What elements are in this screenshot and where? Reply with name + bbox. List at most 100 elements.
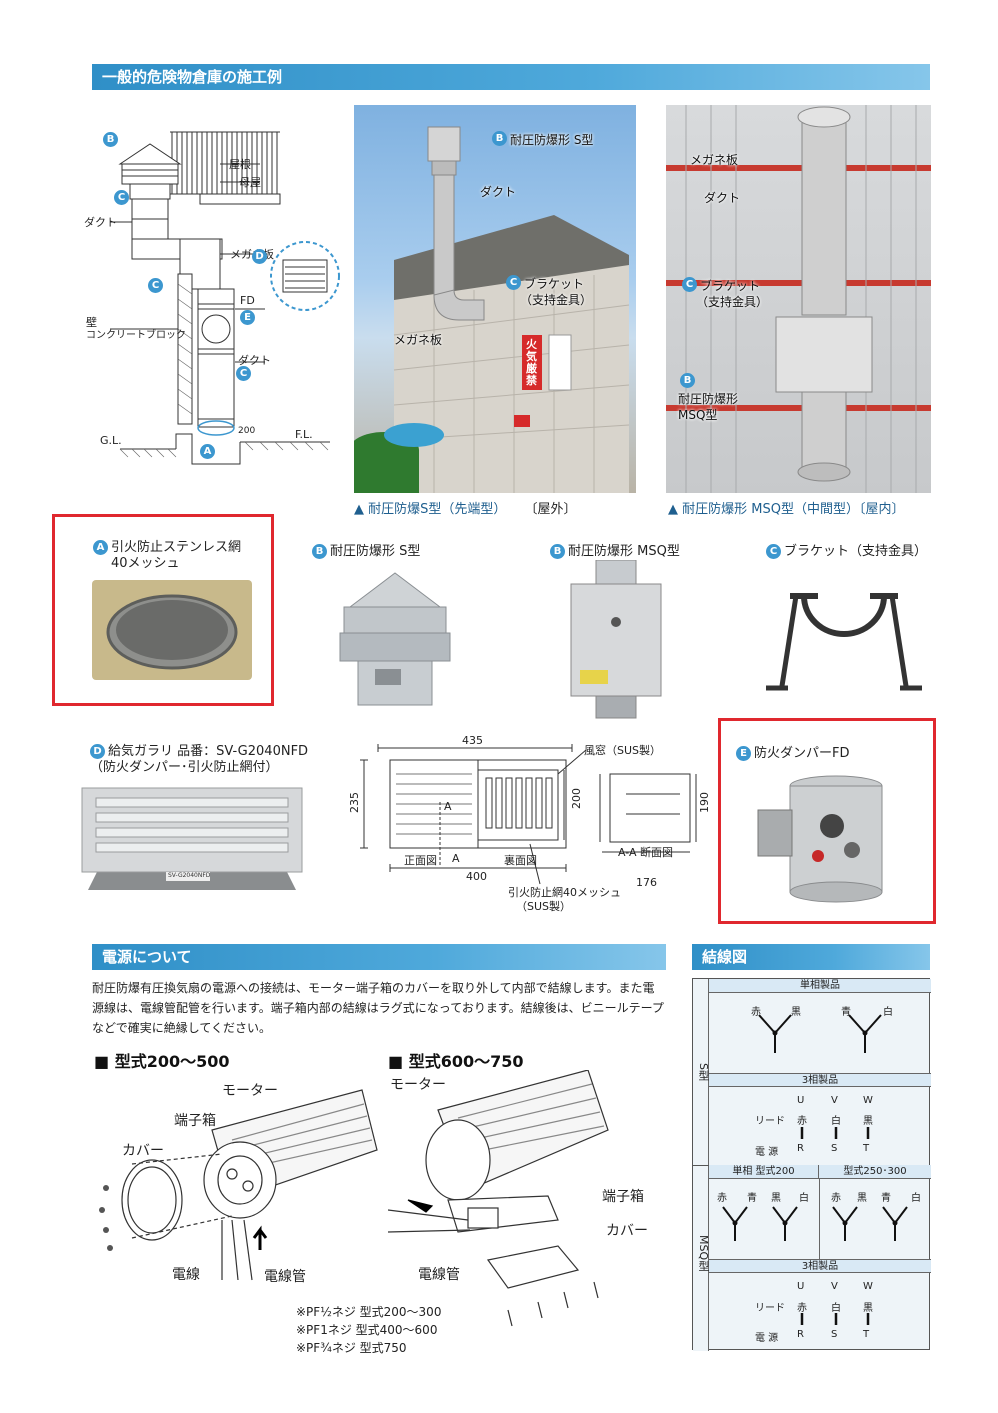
wiring-msq-three-white: 白 xyxy=(831,1303,841,1314)
photo-outdoor-svg xyxy=(354,126,630,493)
wiring-msq-three-head: 3相製品 xyxy=(709,1259,931,1273)
model-a-label-wire: 電線 xyxy=(172,1267,200,1283)
diagram-label-duct-lower: ダクト xyxy=(238,354,271,367)
wiring-msq-250-head: 型式250･300 xyxy=(819,1165,931,1179)
diagram-badge-c-mid: C xyxy=(148,278,163,293)
dim-front-view: 正面図 xyxy=(404,854,437,867)
installation-diagram: 屋根 母屋 ダクト メガネ板 FD 壁 コンクリートブロック ダクト G.L. … xyxy=(80,104,340,494)
wiring-s-three-white: 白 xyxy=(831,1116,841,1127)
fan-msq-svg xyxy=(570,559,662,719)
highlight-box-e xyxy=(718,718,936,924)
wiring-s-three-head: 3相製品 xyxy=(709,1073,931,1087)
part-b2-badge: B xyxy=(550,544,565,559)
photo1-badge-c: C xyxy=(506,275,521,290)
photo1-caption-main: ▲ 耐圧防爆S型（先端型） xyxy=(354,502,507,517)
dim-section-view: A-A 断面図 xyxy=(618,846,674,859)
part-e-photo xyxy=(756,770,896,904)
louver-svg xyxy=(81,787,303,890)
photo-outdoor: B 耐圧防爆形 S型 ダクト C ブラケット （支持金具） メガネ板 火気厳禁 xyxy=(354,105,636,493)
model-b-heading: ■ 型式600～750 xyxy=(388,1052,524,1071)
dim-176: 176 xyxy=(636,876,657,889)
wiring-msq-three-r: R xyxy=(797,1329,804,1340)
model-a-label-terminal: 端子箱 xyxy=(174,1113,216,1129)
diagram-badge-b: B xyxy=(103,132,118,147)
dim-190: 190 xyxy=(698,792,711,813)
wiring-msq-label: MSQ型 xyxy=(697,1235,710,1272)
model-a-label-cover: カバー xyxy=(122,1143,164,1159)
diagram-badge-c-top: C xyxy=(114,190,129,205)
photo1-sign-text: 火気厳禁 xyxy=(526,338,537,387)
part-d-photo: SV-G2040NFD xyxy=(74,782,310,900)
wiring-msq-three-lead: リード xyxy=(755,1303,785,1314)
part-c-badge: C xyxy=(766,544,781,559)
model-b-label-terminal: 端子箱 xyxy=(602,1189,644,1205)
wiring-s-single-black: 黒 xyxy=(791,1007,801,1018)
photo-indoor: メガネ板 ダクト C ブラケット （支持金具） B 耐圧防爆形 MSQ型 xyxy=(666,105,931,493)
diagram-label-gl: G.L. xyxy=(100,434,122,447)
section-title-example-text: 一般的危険物倉庫の施工例 xyxy=(102,68,283,86)
diagram-label-block: コンクリートブロック xyxy=(86,330,186,341)
part-d-title-1: 給気ガラリ 品番：SV-G2040NFD xyxy=(108,744,309,759)
photo1-caption-tag: 〔屋外〕 xyxy=(524,502,577,517)
installation-diagram-svg xyxy=(110,131,340,465)
dim-a-upper: A xyxy=(444,800,452,813)
part-a-photo xyxy=(92,580,252,680)
diagram-label-dim: 200 xyxy=(238,426,256,436)
part-b-photo xyxy=(330,565,460,710)
part-b-badge: B xyxy=(312,544,327,559)
photo2-label-fan-model: MSQ型 xyxy=(678,408,718,422)
photo2-label-fan: 耐圧防爆形 xyxy=(678,392,739,406)
dim-400: 400 xyxy=(466,870,487,883)
section-title-example: 一般的危険物倉庫の施工例 xyxy=(92,64,930,90)
wiring-msq-three-bars xyxy=(800,1313,870,1325)
wiring-table: S型 MSQ型 単相製品 赤 黒 青 白 3相製品 U V W リード 赤 白 … xyxy=(692,978,931,1351)
diagram-label-roof: 屋根 xyxy=(229,158,251,171)
dim-window-label: 風窓（SUS製） xyxy=(584,744,662,757)
thread-note-3: ※PF¾ネジ 型式750 xyxy=(296,1341,407,1355)
highlight-box-a xyxy=(52,514,274,706)
photo2-label-bracket: ブラケット xyxy=(700,279,761,293)
thread-note-2: ※PF1ネジ 型式400～600 xyxy=(296,1323,438,1337)
part-b-title-text: 耐圧防爆形 S型 xyxy=(330,544,421,559)
wiring-msq-250-black: 黒 xyxy=(857,1193,867,1204)
wiring-msq-three-u: U xyxy=(797,1281,805,1292)
part-b2-title-text: 耐圧防爆形 MSQ型 xyxy=(568,544,680,559)
part-a-title-1: 引火防止ステンレス網 xyxy=(111,540,242,555)
wiring-s-single-white: 白 xyxy=(883,1007,893,1018)
diagram-label-purlin: 母屋 xyxy=(239,176,261,189)
wiring-msq-three-power: 電 源 xyxy=(755,1333,779,1344)
wiring-s-single-red: 赤 xyxy=(751,1007,761,1018)
wiring-s-three-red: 赤 xyxy=(797,1116,807,1127)
wiring-msq-single-head: 単相 型式200 xyxy=(709,1165,819,1179)
photo1-label-bracket-sub: （支持金具） xyxy=(520,293,593,307)
wiring-msq-three-black: 黒 xyxy=(863,1303,873,1314)
model-b-label-cover: カバー xyxy=(606,1223,648,1239)
wiring-s-single-blue: 青 xyxy=(841,1007,851,1018)
wiring-msq-single-blue: 青 xyxy=(747,1193,757,1204)
motor-illustration-b: モーター 端子箱 カバー 電線管 xyxy=(387,1069,668,1350)
dim-235: 235 xyxy=(348,792,361,813)
louver-tag: SV-G2040NFD xyxy=(168,872,211,879)
dimension-drawing: 435 235 200 400 190 176 正面図 裏面図 A-A 断面図 … xyxy=(340,734,720,914)
thread-notes: ※PF½ネジ 型式200～300 ※PF1ネジ 型式400～600 ※PF¾ネジ… xyxy=(296,1303,441,1357)
part-d-badge: D xyxy=(90,744,105,759)
dim-mesh-label-sub: （SUS製） xyxy=(516,900,572,913)
wiring-msq-single-red: 赤 xyxy=(717,1193,727,1204)
photo2-badge-c: C xyxy=(682,277,697,292)
diagram-label-fd: FD xyxy=(240,294,255,307)
photo2-badge-b: B xyxy=(680,373,695,388)
wiring-s-three-w: W xyxy=(863,1095,873,1106)
wiring-msq-three-t: T xyxy=(863,1329,870,1340)
wiring-msq-three-w: W xyxy=(863,1281,873,1292)
part-b2-photo xyxy=(566,559,666,720)
wiring-s-single-svg xyxy=(758,1014,882,1053)
photo1-label-fan: 耐圧防爆形 S型 xyxy=(510,133,594,147)
section-title-power-text: 電源について xyxy=(102,948,192,966)
wiring-s-three-s: S xyxy=(831,1143,838,1154)
part-d-title-2: （防火ダンパー･引火防止網付） xyxy=(90,760,279,775)
